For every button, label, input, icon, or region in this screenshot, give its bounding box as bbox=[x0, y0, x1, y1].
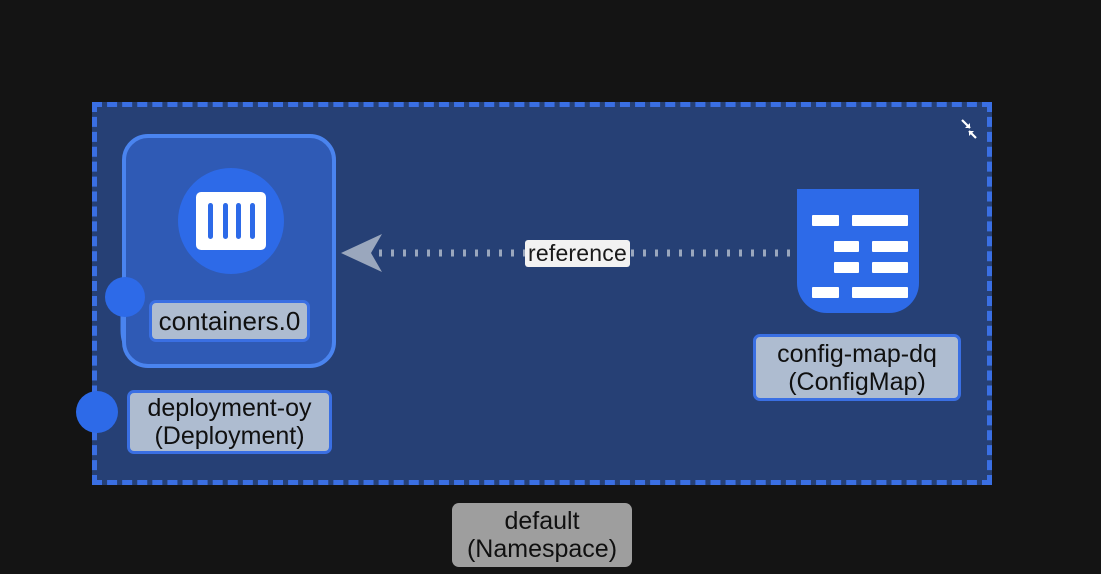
config-map-row bbox=[872, 241, 908, 252]
pod-bar bbox=[208, 203, 213, 239]
label-namespace-default[interactable]: default (Namespace) bbox=[452, 503, 632, 567]
config-map-row bbox=[834, 262, 859, 273]
config-map-row bbox=[812, 287, 839, 298]
label-config-map-dq[interactable]: config-map-dq (ConfigMap) bbox=[753, 334, 961, 401]
config-map-row bbox=[852, 215, 908, 226]
pod-container-icon-glyph bbox=[196, 192, 266, 250]
label-kind: (ConfigMap) bbox=[788, 367, 926, 396]
label-text: containers.0 bbox=[158, 306, 301, 336]
edge-label-reference[interactable]: reference bbox=[525, 240, 630, 267]
config-map-row bbox=[872, 262, 908, 273]
label-name: default bbox=[504, 507, 580, 535]
pod-bar bbox=[236, 203, 241, 239]
config-map-row bbox=[852, 287, 908, 298]
label-kind: (Namespace) bbox=[466, 535, 618, 563]
deployment-badge[interactable] bbox=[76, 391, 118, 433]
label-name: deployment-oy bbox=[147, 394, 312, 422]
label-containers-0[interactable]: containers.0 bbox=[149, 300, 310, 342]
label-deployment-oy[interactable]: deployment-oy (Deployment) bbox=[127, 390, 332, 454]
containers-badge[interactable] bbox=[105, 277, 145, 317]
label-name: config-map-dq bbox=[777, 339, 937, 368]
label-kind: (Deployment) bbox=[154, 422, 305, 450]
config-map-row bbox=[812, 215, 839, 226]
config-map-icon[interactable] bbox=[797, 189, 919, 313]
config-map-row bbox=[834, 241, 859, 252]
pod-bar bbox=[223, 203, 228, 239]
pod-bar bbox=[250, 203, 255, 239]
